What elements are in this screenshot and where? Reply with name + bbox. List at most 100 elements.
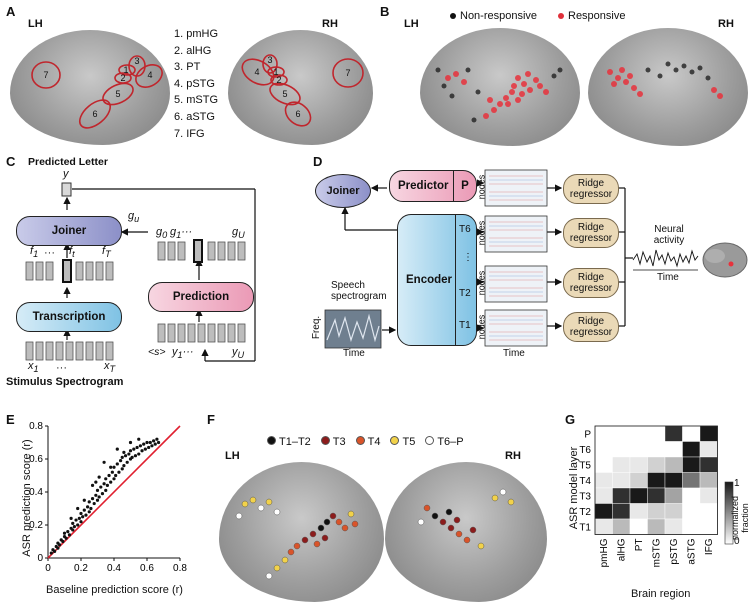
matrix-texture-blue	[489, 179, 543, 337]
row-label: T2	[579, 507, 591, 518]
left-hemisphere-brain	[420, 28, 580, 146]
scatter-point	[130, 455, 134, 459]
heatmap-cell	[682, 425, 701, 442]
scatter-point	[82, 498, 86, 502]
heatmap-cell	[647, 503, 666, 520]
scatter-point	[82, 508, 86, 512]
panel-a: A LH RH 7 1 3 4 2 5 6 4	[0, 0, 375, 150]
colorbar-label: normalized fraction	[730, 495, 750, 541]
row-label: P	[584, 429, 591, 440]
scatter-point	[95, 498, 100, 502]
rh-electrodes-nonresponsive	[645, 61, 711, 81]
legend-t6-p: T6–P	[425, 436, 464, 448]
ft-label: ft	[69, 245, 75, 260]
scatter-point	[123, 454, 128, 458]
panel-c: C Predicted Letter y	[0, 150, 300, 390]
scatter-point	[125, 460, 129, 464]
heatmap-cell	[664, 472, 683, 489]
g0-label: g0	[156, 226, 168, 241]
right-hemisphere-brain	[385, 462, 547, 602]
scatter-point	[117, 470, 121, 474]
rh-mstg-outline	[269, 82, 301, 106]
scatter-plot: 000.20.20.40.40.60.60.80.8	[29, 421, 187, 574]
f1-label: f1	[30, 245, 39, 260]
region-outlines: 7 1 3 4 2 5 6 4 1 3 2 5 6 7	[31, 54, 364, 129]
heatmap-cell	[612, 518, 631, 535]
scatter-point	[94, 480, 98, 484]
scatter-point	[104, 477, 108, 481]
rh-layer-dots	[417, 488, 515, 550]
scatter-point	[143, 447, 147, 451]
lh-num-1: 1	[123, 65, 128, 75]
scatter-point	[57, 543, 62, 547]
scatter-point	[79, 520, 83, 524]
scatter-point	[76, 523, 80, 527]
lh-num-4: 4	[147, 70, 152, 80]
scatter-point	[102, 482, 106, 486]
y-tick-label: 0.6	[29, 454, 43, 465]
scatter-point	[155, 437, 159, 441]
rh-label: RH	[505, 450, 521, 462]
region-item: 4. pSTG	[174, 77, 215, 90]
scatter-point	[122, 464, 126, 468]
scatter-point	[119, 459, 123, 463]
heatmap-cell	[682, 472, 701, 489]
lh-num-5: 5	[115, 89, 120, 99]
rh-num-6: 6	[295, 109, 300, 119]
nodes-label: nodes	[476, 220, 487, 246]
legend-t5: T5	[390, 436, 415, 448]
heatmap-cell	[647, 456, 666, 473]
legend-dot-icon	[320, 436, 330, 445]
scatter-point	[90, 483, 95, 487]
scatter-point	[71, 521, 75, 525]
heatmap-frame	[594, 425, 718, 535]
heatmap-cell	[682, 441, 701, 458]
pipeline-diagram	[324, 169, 748, 349]
electrode-dots-b	[435, 61, 723, 123]
heatmap-cell	[664, 503, 683, 520]
scatter-point	[84, 513, 88, 517]
right-hemisphere-brain	[588, 28, 748, 146]
heatmap-cell	[612, 441, 631, 458]
scatter-point	[87, 500, 91, 504]
colorbar-top-label: 1	[734, 478, 740, 489]
heatmap-cell	[682, 503, 701, 520]
scatter-point	[104, 488, 108, 492]
g-cells	[157, 239, 246, 263]
rh-alhg-outline	[270, 74, 288, 86]
scatter-point	[53, 549, 57, 553]
region-item: 2. alHG	[174, 44, 212, 57]
panel-label-b: B	[380, 4, 390, 19]
lh-label: LH	[404, 18, 419, 30]
heatmap-cell	[664, 518, 683, 535]
scatter-point	[100, 492, 105, 496]
scatter-point	[99, 485, 103, 489]
panel-d: D	[305, 150, 750, 390]
heatmap-cell	[682, 518, 701, 535]
lh-pmhg-outline	[118, 64, 136, 76]
g1-label: g1···	[170, 226, 193, 241]
scatter-point	[86, 505, 90, 509]
legend-dot-icon	[267, 436, 276, 445]
row-label: T1	[579, 522, 591, 533]
heatmap-cell	[699, 472, 718, 489]
column-label: PT	[634, 539, 645, 552]
x-tick-label: 0.8	[173, 563, 187, 574]
scatter-point	[145, 440, 149, 445]
lh-ifg-outline	[31, 61, 61, 89]
legend-responsive: Responsive	[558, 10, 625, 22]
legend-t4: T4	[355, 436, 380, 448]
xT-label: xT	[104, 360, 116, 375]
nodes-label: nodes	[476, 174, 487, 200]
neural-time-label: Time	[657, 272, 679, 283]
heatmap-cell	[594, 472, 613, 489]
matrix-time-label: Time	[503, 348, 525, 359]
scatter-point	[69, 516, 73, 520]
panel-label-f: F	[207, 412, 215, 427]
rh-num-2: 2	[276, 75, 281, 85]
heatmap-cell	[594, 441, 613, 458]
scatter-point	[71, 528, 75, 532]
heatmap-cell	[699, 503, 718, 520]
y-tick-label: 0.8	[29, 421, 43, 432]
